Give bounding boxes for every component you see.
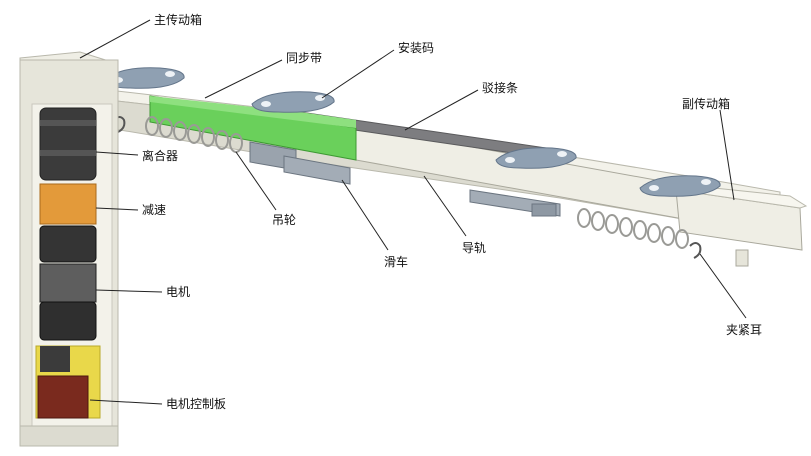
label-clutch: 离合器 <box>142 148 178 163</box>
leader-guide-rail <box>423 175 467 237</box>
motor-lower <box>39 301 97 341</box>
clutch-band <box>40 150 96 156</box>
clamp-ear-hook <box>689 242 702 259</box>
slider-block <box>531 203 557 217</box>
label-reducer: 减速 <box>142 203 166 217</box>
aux-gearbox-foot <box>735 249 749 267</box>
motor-upper <box>39 225 97 263</box>
leader-hanging-wheel <box>235 151 277 211</box>
leader-reducer <box>95 207 139 211</box>
leader-install-code <box>321 49 395 99</box>
leader-main-gearbox <box>79 19 151 59</box>
install-bracket-4 <box>639 175 721 197</box>
labels: 主传动箱 同步带 安装码 驳接条 副传动箱 离合器 减速 电机 电机控制板 吊轮… <box>142 12 762 411</box>
reducer <box>39 183 97 225</box>
clutch-band <box>40 120 96 126</box>
label-aux-gearbox: 副传动箱 <box>682 96 730 111</box>
label-hanging-wheel: 吊轮 <box>272 213 296 227</box>
leader-control-board <box>89 399 163 405</box>
leader-clamp-ear <box>699 253 747 319</box>
hanging-wheels-right <box>577 208 689 249</box>
label-clamp-ear: 夹紧耳 <box>726 323 762 337</box>
leader-lines <box>79 19 747 405</box>
motor-middle <box>39 263 97 303</box>
leader-clutch <box>95 151 139 156</box>
label-motor: 电机 <box>166 285 190 299</box>
leader-sync-belt <box>204 59 283 99</box>
leader-joint-bar <box>404 89 479 131</box>
label-guide-rail: 导轨 <box>462 241 486 255</box>
leader-aux-gearbox <box>719 109 735 201</box>
label-sync-belt: 同步带 <box>286 51 322 65</box>
label-install-code: 安装码 <box>398 40 434 55</box>
leader-slider <box>341 179 389 251</box>
install-bracket-3 <box>495 147 577 169</box>
leader-motor <box>95 289 163 293</box>
label-joint-bar: 驳接条 <box>482 80 518 95</box>
hanging-wheels-left <box>145 116 243 153</box>
control-board-chip <box>40 346 70 372</box>
label-main-gearbox: 主传动箱 <box>154 12 202 27</box>
label-slider: 滑车 <box>384 254 408 269</box>
clutch <box>39 107 97 181</box>
motor-housing-base <box>19 425 119 447</box>
main-gearbox <box>19 51 119 447</box>
slider-plate-2 <box>283 155 351 185</box>
control-board <box>37 375 89 419</box>
rail-assembly <box>104 67 808 267</box>
label-control-board: 电机控制板 <box>166 397 226 411</box>
install-bracket-2 <box>251 91 335 113</box>
sync-belt-top <box>150 96 356 128</box>
